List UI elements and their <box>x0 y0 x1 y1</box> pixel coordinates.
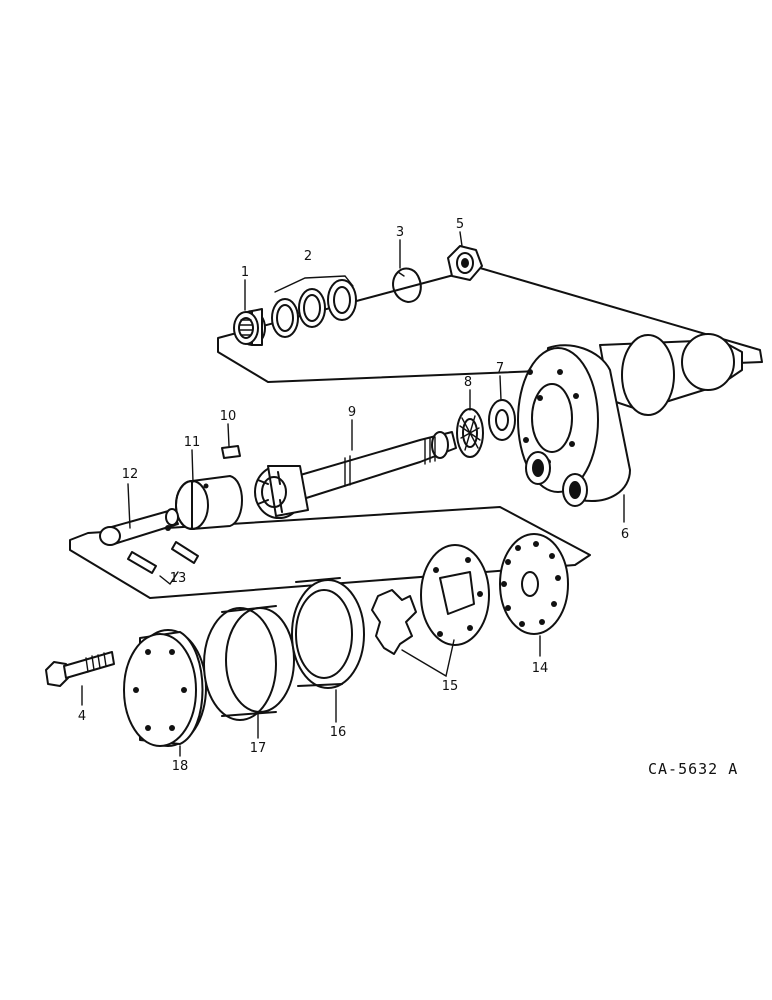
seal-rings-part-2 <box>271 275 357 338</box>
callout-1: 1 <box>241 265 249 280</box>
callout-9: 9 <box>348 405 356 420</box>
bolt-part-4 <box>45 651 115 687</box>
ring-part-17 <box>203 605 295 721</box>
callout-13: 13 <box>170 571 187 586</box>
callout-17: 17 <box>250 741 267 756</box>
shaft-part-9 <box>254 431 457 519</box>
hex-nut-part-5 <box>447 245 483 281</box>
coupling-part-11 <box>175 475 243 530</box>
callout-labels: 1 2 3 5 7 8 9 10 11 12 13 6 4 14 15 16 1… <box>78 217 629 774</box>
callout-7: 7 <box>496 361 504 376</box>
pin-part-12 <box>99 508 179 546</box>
callout-6: 6 <box>621 527 629 542</box>
callout-5: 5 <box>456 217 464 232</box>
gerotor-set-part-15 <box>371 544 490 678</box>
end-cap-part-18 <box>123 629 207 747</box>
drawing-code: CA-5632 A <box>648 760 738 778</box>
leader-lines <box>81 231 625 757</box>
callout-14: 14 <box>532 661 549 676</box>
callout-10: 10 <box>220 409 237 424</box>
washer-part-7 <box>488 399 516 441</box>
callout-15: 15 <box>442 679 459 694</box>
callout-2: 2 <box>304 249 312 264</box>
callout-3: 3 <box>396 225 404 240</box>
plate-part-14 <box>499 533 569 635</box>
callout-4: 4 <box>78 709 86 724</box>
pin-part-10 <box>221 445 241 459</box>
needle-bearing-part-1 <box>233 308 266 346</box>
thrust-bearing-part-8 <box>456 408 484 458</box>
ring-part-16 <box>291 577 365 689</box>
callout-16: 16 <box>330 725 347 740</box>
keys-part-13 <box>127 541 199 586</box>
callout-12: 12 <box>122 467 139 482</box>
snap-ring-part-3 <box>392 267 422 303</box>
callout-11: 11 <box>184 435 201 450</box>
housing-part-6 <box>517 333 743 507</box>
callout-18: 18 <box>172 759 189 774</box>
callout-8: 8 <box>464 375 472 390</box>
